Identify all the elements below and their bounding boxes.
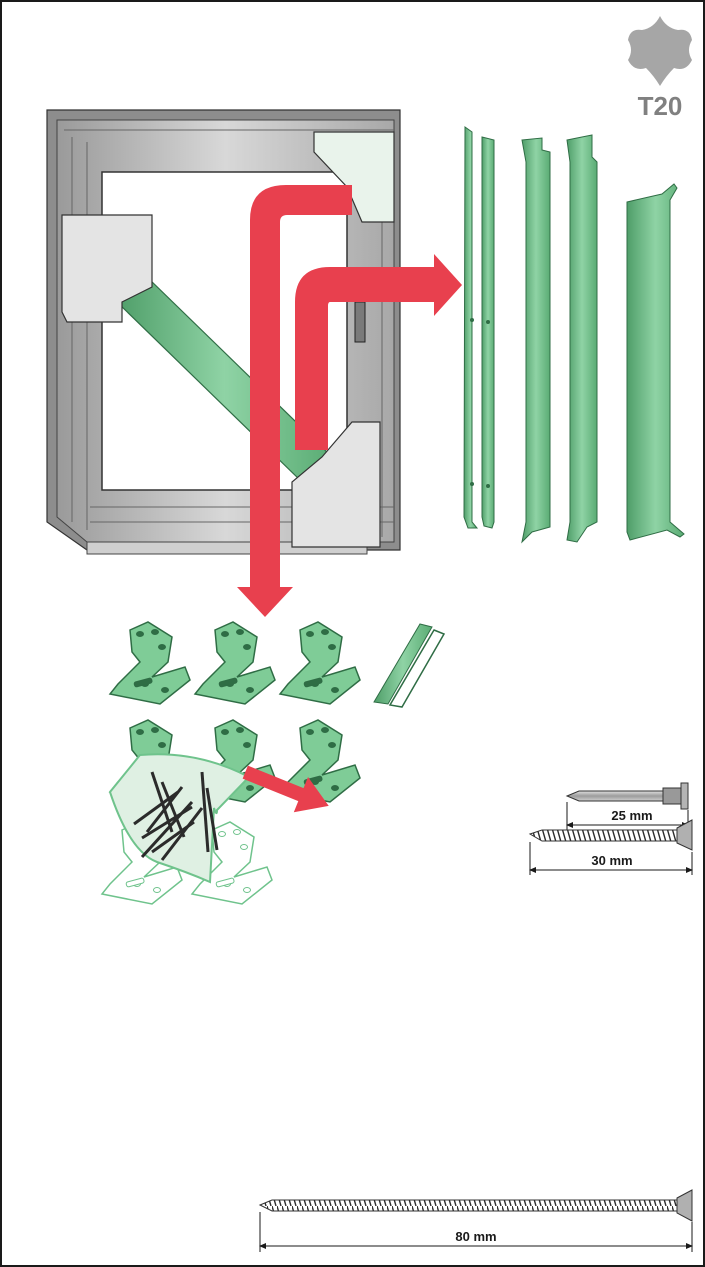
side-profile-pair bbox=[464, 127, 494, 528]
side-profile bbox=[522, 138, 550, 542]
angle-bracket bbox=[280, 622, 360, 704]
angle-bracket bbox=[110, 622, 190, 704]
tool-size-label: T20 bbox=[638, 91, 683, 121]
side-profile bbox=[567, 135, 597, 542]
clip-pair bbox=[374, 624, 444, 707]
angle-bracket bbox=[195, 622, 275, 704]
torx-bit-icon bbox=[628, 16, 692, 86]
nail-length-label: 25 mm bbox=[611, 808, 652, 823]
flashing-profile bbox=[627, 184, 684, 540]
screw-30-length-label: 30 mm bbox=[591, 853, 632, 868]
screw-80-length-label: 80 mm bbox=[455, 1229, 496, 1244]
